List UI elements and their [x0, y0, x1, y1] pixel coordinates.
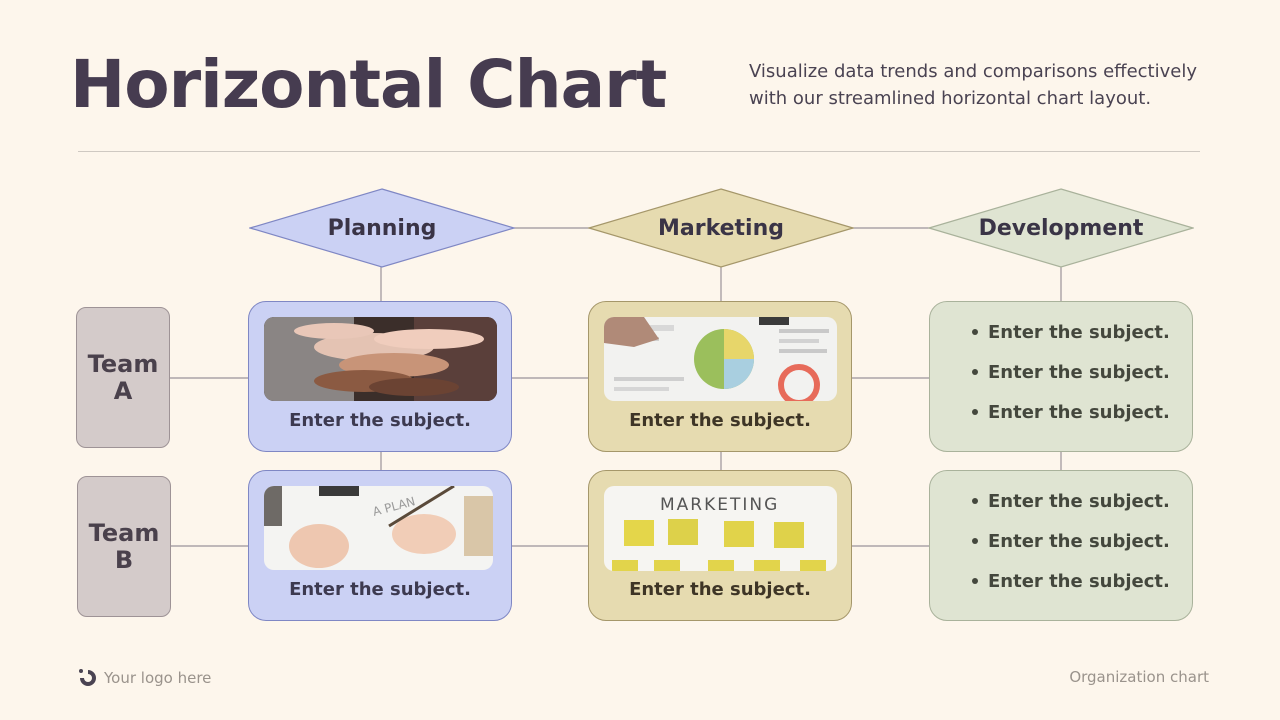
list-item: Enter the subject.: [950, 403, 1180, 423]
card-development-team-a: Enter the subject. Enter the subject. En…: [929, 301, 1193, 452]
logo-icon: [79, 669, 96, 686]
card-caption: Enter the subject.: [289, 410, 471, 431]
card-caption: Enter the subject.: [629, 579, 811, 600]
bullet-icon: [972, 408, 978, 415]
team-b-label-line1: Team: [88, 518, 160, 547]
card-caption: Enter the subject.: [629, 410, 811, 431]
photo-text: MARKETING: [660, 495, 779, 515]
card-marketing-team-a: Enter the subject.: [588, 301, 852, 452]
card-marketing-team-b: MARKETING Enter the subject.: [588, 470, 852, 621]
card-caption: Enter the subject.: [289, 579, 471, 600]
bullet-icon: [972, 328, 978, 335]
bullet-icon: [972, 577, 978, 584]
bullet-icon: [972, 368, 978, 375]
column-header-marketing: Marketing: [588, 188, 854, 268]
page-subtitle: Visualize data trends and comparisons ef…: [749, 61, 1197, 109]
diamond-shape-planning: [249, 188, 515, 268]
list-item: Enter the subject.: [950, 323, 1180, 343]
bullet-list: Enter the subject. Enter the subject. En…: [950, 323, 1180, 443]
footer-label: Organization chart: [1069, 668, 1209, 686]
team-b-label-line2: B: [114, 545, 134, 574]
list-item: Enter the subject.: [950, 492, 1180, 512]
page-title: Horizontal Chart: [70, 46, 667, 123]
marketing-sticky-notes-photo: MARKETING: [604, 486, 837, 571]
list-item: Enter the subject.: [950, 363, 1180, 383]
card-development-team-b: Enter the subject. Enter the subject. En…: [929, 470, 1193, 621]
card-planning-team-a: Enter the subject.: [248, 301, 512, 452]
list-item: Enter the subject.: [950, 572, 1180, 592]
pie-chart-documents-photo: [604, 317, 837, 401]
header-divider: [78, 151, 1200, 152]
column-header-development: Development: [928, 188, 1194, 268]
bullet-icon: [972, 537, 978, 544]
team-a-label-line2: A: [113, 376, 133, 405]
bullet-icon: [972, 497, 978, 504]
logo-text: Your logo here: [104, 669, 212, 687]
bullet-list: Enter the subject. Enter the subject. En…: [950, 492, 1180, 612]
column-label-planning: Planning: [327, 215, 437, 241]
hands-stacked-photo: [264, 317, 497, 401]
footer-logo: Your logo here: [76, 666, 211, 690]
hand-writing-plan-photo: A PLAN: [264, 486, 493, 570]
list-item: Enter the subject.: [950, 532, 1180, 552]
column-label-development: Development: [978, 215, 1144, 241]
diamond-shape-marketing: [588, 188, 854, 268]
card-planning-team-b: A PLAN Enter the subject.: [248, 470, 512, 621]
diamond-shape-development: [928, 188, 1194, 268]
column-label-marketing: Marketing: [657, 215, 785, 241]
column-header-planning: Planning: [249, 188, 515, 268]
team-a-label-line1: Team: [87, 349, 159, 378]
